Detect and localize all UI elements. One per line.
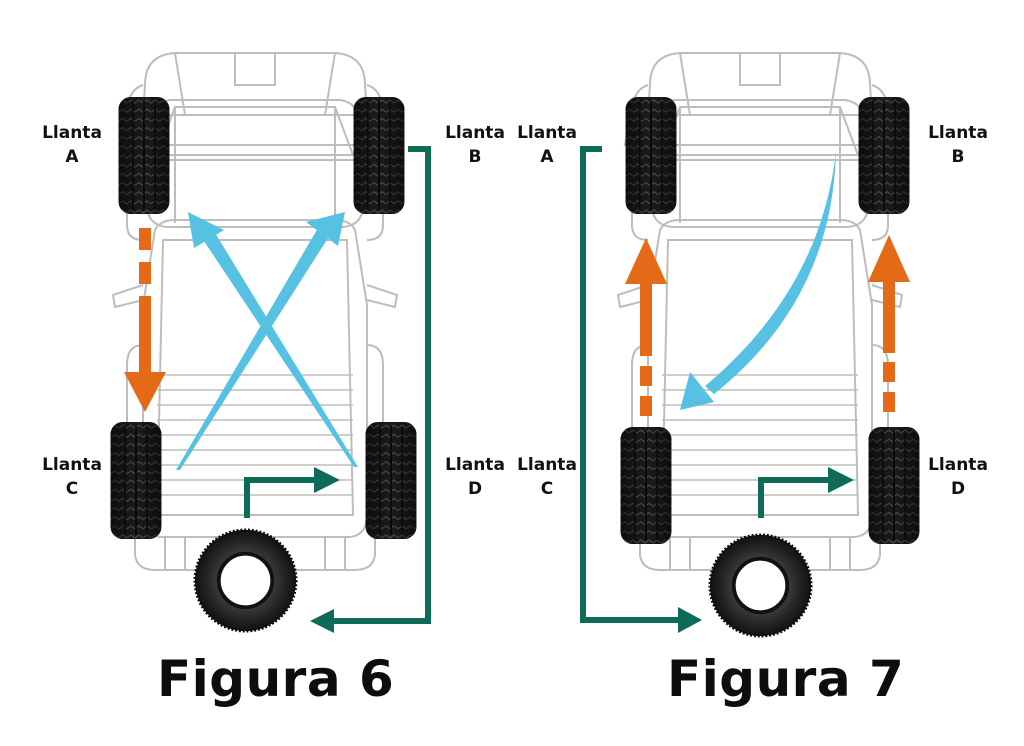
label-letter: D — [467, 479, 483, 499]
label-letter: A — [540, 147, 554, 167]
label-llanta-c-fig7: Llanta C — [507, 453, 587, 501]
tire-a — [118, 97, 170, 214]
arrow-a-to-c — [124, 228, 166, 412]
label-llanta-d-fig6: Llanta D — [435, 453, 515, 501]
spare-tire — [708, 533, 813, 638]
figure-7-caption: Figura 7 — [667, 650, 905, 708]
tire-b — [353, 97, 405, 214]
label-letter: C — [65, 479, 79, 499]
label-text: Llanta — [445, 455, 505, 475]
label-llanta-a-fig6: Llanta A — [32, 121, 112, 169]
label-letter: A — [65, 147, 79, 167]
figure-7 — [580, 52, 920, 638]
arrow-d-to-b — [868, 235, 910, 412]
label-letter: B — [951, 147, 965, 167]
tire-d — [365, 422, 417, 539]
arrow-d-to-a — [188, 212, 358, 467]
label-text: Llanta — [42, 455, 102, 475]
label-letter: C — [540, 479, 554, 499]
tire-c — [620, 427, 672, 544]
label-llanta-d-fig7: Llanta D — [918, 453, 998, 501]
label-text: Llanta — [445, 123, 505, 143]
label-text: Llanta — [42, 123, 102, 143]
tire-b — [858, 97, 910, 214]
label-text: Llanta — [928, 123, 988, 143]
label-text: Llanta — [517, 455, 577, 475]
arrow-b-to-c — [680, 152, 836, 410]
arrow-b-to-spare — [310, 146, 431, 633]
arrow-c-to-a — [625, 238, 667, 416]
figure-6-caption: Figura 6 — [157, 650, 395, 708]
arrow-spare-to-d — [758, 467, 854, 518]
arrow-a-to-spare — [580, 146, 702, 633]
label-llanta-b-fig6: Llanta B — [435, 121, 515, 169]
arrow-c-to-b — [176, 212, 345, 470]
label-text: Llanta — [517, 123, 577, 143]
arrow-spare-to-d — [244, 467, 340, 518]
tire-c — [110, 422, 162, 539]
tire-a — [625, 97, 677, 214]
label-letter: D — [950, 479, 966, 499]
label-llanta-a-fig7: Llanta A — [507, 121, 587, 169]
spare-tire — [193, 528, 298, 633]
label-letter: B — [468, 147, 482, 167]
label-llanta-b-fig7: Llanta B — [918, 121, 998, 169]
label-llanta-c-fig6: Llanta C — [32, 453, 112, 501]
figure-6 — [110, 52, 431, 633]
label-text: Llanta — [928, 455, 988, 475]
tire-d — [868, 427, 920, 544]
